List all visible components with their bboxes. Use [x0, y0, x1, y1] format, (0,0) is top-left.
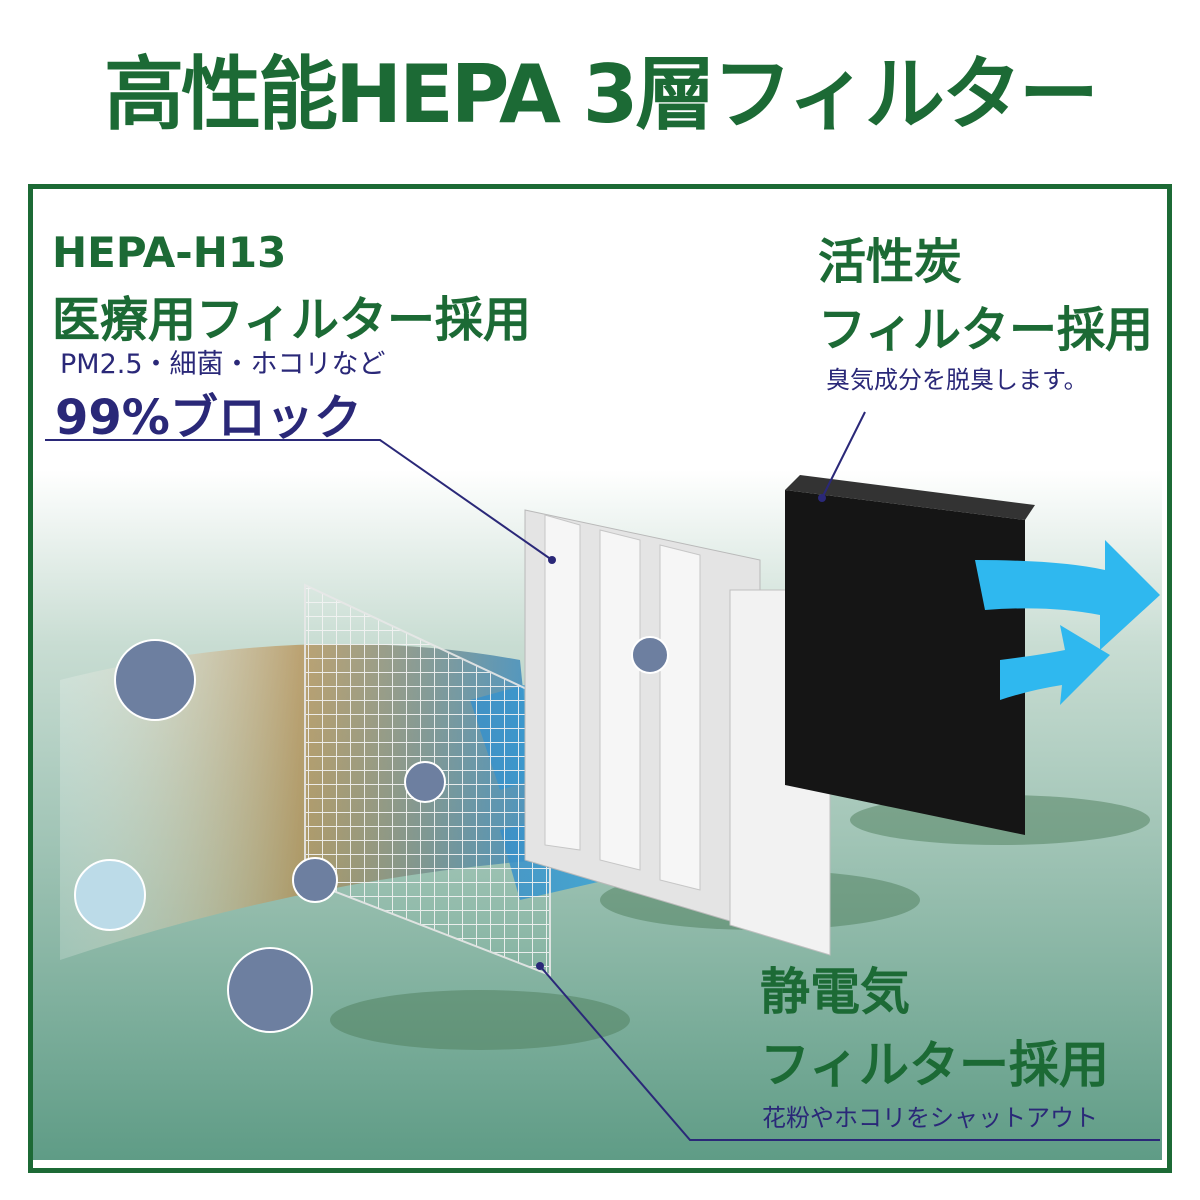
carbon-subtext: 臭気成分を脱臭します。	[826, 366, 1088, 394]
clean-air-arrow-1	[975, 540, 1160, 650]
electrostatic-leader-line	[539, 965, 1160, 1141]
electrostatic-heading-2: フィルター採用	[760, 1036, 1109, 1094]
hepa-subtext: PM2.5・細菌・ホコリなど	[60, 349, 386, 380]
carbon-filter-top-edge	[785, 475, 1035, 520]
activated-carbon-filter	[785, 490, 1025, 835]
carbon-heading-2: フィルター採用	[818, 302, 1154, 358]
carbon-heading-1: 活性炭	[818, 234, 963, 290]
mesh-shadow	[330, 990, 630, 1050]
clean-air-arrow-2	[1000, 625, 1110, 705]
hepa-leader-dot	[548, 556, 556, 564]
electrostatic-subtext: 花粉やホコリをシャットアウト	[762, 1104, 1098, 1132]
carbon-leader-line	[821, 411, 866, 499]
virus-particles	[74, 636, 669, 1033]
diagram-frame	[28, 184, 1172, 1173]
hepa-heading-1: HEPA-H13	[52, 228, 287, 277]
hepa-claim: 99%ブロック	[55, 390, 362, 446]
page-title: 高性能HEPA 3層フィルター	[104, 48, 1099, 141]
carbon-leader-dot	[818, 494, 826, 502]
electrostatic-leader-dot	[536, 962, 544, 970]
electrostatic-heading-1: 静電気	[760, 963, 910, 1021]
hepa-heading-2: 医療用フィルター採用	[52, 292, 532, 348]
hepa-leader-line	[45, 439, 553, 561]
